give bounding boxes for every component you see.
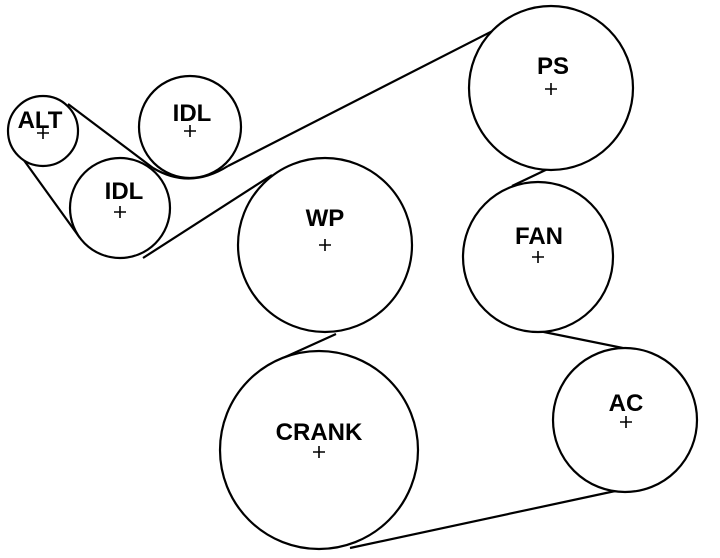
pulley-idl-upper-label: IDL <box>173 100 212 127</box>
pulley-fan: FAN <box>461 180 615 334</box>
pulley-ps: PS <box>467 4 635 172</box>
pulley-idl-lower: IDL <box>68 156 172 260</box>
pulley-crank-label: CRANK <box>276 419 363 446</box>
pulley-ac-circle <box>551 346 699 494</box>
pulley-ac: AC <box>551 346 699 494</box>
pulley-fan-center-mark <box>532 251 544 263</box>
pulley-alt-label: ALT <box>18 107 63 134</box>
pulley-wp: WP <box>236 156 414 334</box>
pulley-alt-center-mark <box>37 127 49 139</box>
pulley-alt: ALT <box>6 94 80 168</box>
pulley-ac-center-mark <box>620 416 632 428</box>
pulley-ps-center-mark <box>545 83 557 95</box>
pulley-idl-upper: IDL <box>137 74 243 180</box>
pulley-idl-lower-label: IDL <box>105 178 144 205</box>
pulley-crank: CRANK <box>218 349 420 551</box>
belt-segment-ac-to-crank <box>349 488 621 550</box>
pulley-idl-upper-center-mark <box>184 125 196 137</box>
pulley-wp-center-mark <box>319 239 331 251</box>
belt-segment-idl-upper-to-ps <box>227 18 517 167</box>
belt-segment-idl-lower-to-alt <box>17 151 81 239</box>
pulley-fan-label: FAN <box>515 223 563 250</box>
belt-segment-wp-to-idl-lower <box>142 174 273 259</box>
pulley-ac-label: AC <box>609 390 644 417</box>
pulley-wp-label: WP <box>306 205 345 232</box>
pulley-idl-lower-center-mark <box>114 206 126 218</box>
pulley-crank-center-mark <box>313 446 325 458</box>
belt-segment-alt-to-idl-upper <box>67 103 154 169</box>
pulley-ps-label: PS <box>537 53 569 80</box>
serpentine-belt <box>17 18 644 550</box>
